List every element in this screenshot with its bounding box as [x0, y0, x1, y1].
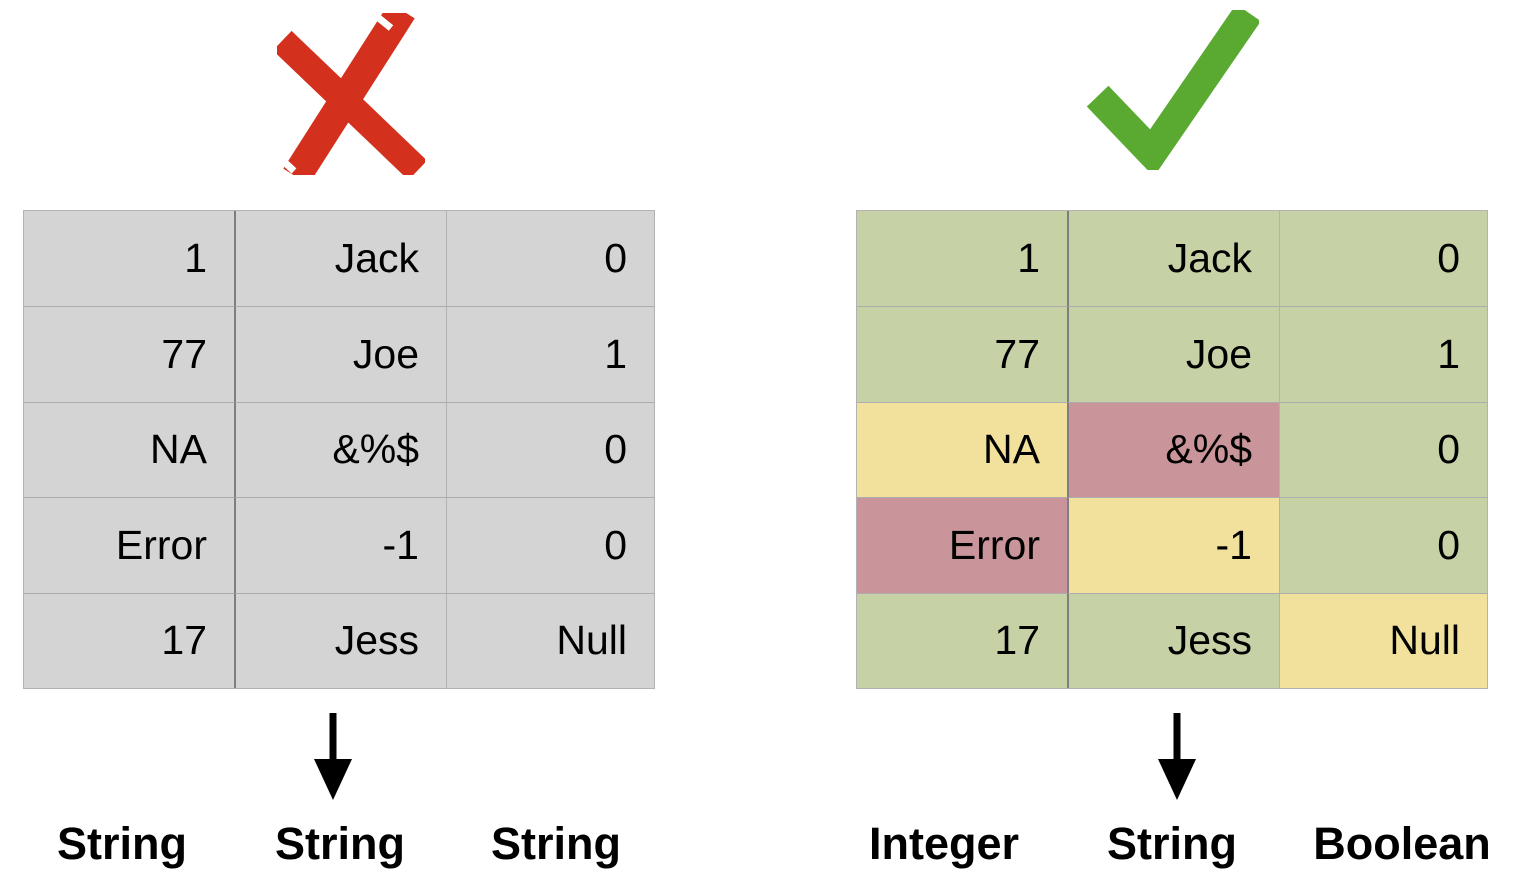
table-cell: 77: [857, 306, 1067, 402]
table-cell: 1: [24, 211, 234, 307]
table-cell: NA: [24, 401, 234, 498]
table-cell: &%$: [234, 401, 446, 498]
table-cell: Null: [1279, 592, 1487, 688]
table-cell: 1: [446, 306, 654, 402]
table-cell: &%$: [1067, 401, 1279, 498]
table-cell: 0: [446, 401, 654, 498]
table-cell: NA: [857, 401, 1067, 498]
table-cell: Error: [24, 497, 234, 593]
table-cell: 0: [1279, 211, 1487, 307]
down-arrow-icon: [1158, 713, 1196, 800]
type-label-left-col3: String: [491, 818, 621, 869]
table-cell: Jess: [234, 592, 446, 688]
table-cell: Null: [446, 592, 654, 688]
table-cell: -1: [1067, 497, 1279, 593]
table-cell: Joe: [1067, 306, 1279, 402]
table-cell: 1: [1279, 306, 1487, 402]
type-label-right-col2: String: [1107, 818, 1237, 869]
table-cell: 0: [1279, 401, 1487, 498]
check-mark-icon: [1087, 10, 1259, 170]
table-cell: Jess: [1067, 592, 1279, 688]
x-mark-icon: [277, 13, 425, 175]
table-cell: 0: [446, 497, 654, 593]
table-cell: 0: [1279, 497, 1487, 593]
table-cell: 17: [857, 592, 1067, 688]
type-label-left-col1: String: [57, 818, 187, 869]
table-cell: -1: [234, 497, 446, 593]
table-cell: 1: [857, 211, 1067, 307]
down-arrow-icon: [314, 713, 352, 800]
table-cell: Jack: [1067, 211, 1279, 307]
table-cell: 0: [446, 211, 654, 307]
type-label-left-col2: String: [275, 818, 405, 869]
type-label-right-col3: Boolean: [1313, 818, 1491, 869]
table-cell: Jack: [234, 211, 446, 307]
type-label-right-col1: Integer: [868, 818, 1020, 869]
table-cell: Error: [857, 497, 1067, 593]
table-cell: 77: [24, 306, 234, 402]
table-cell: Joe: [234, 306, 446, 402]
table-cell: 17: [24, 592, 234, 688]
